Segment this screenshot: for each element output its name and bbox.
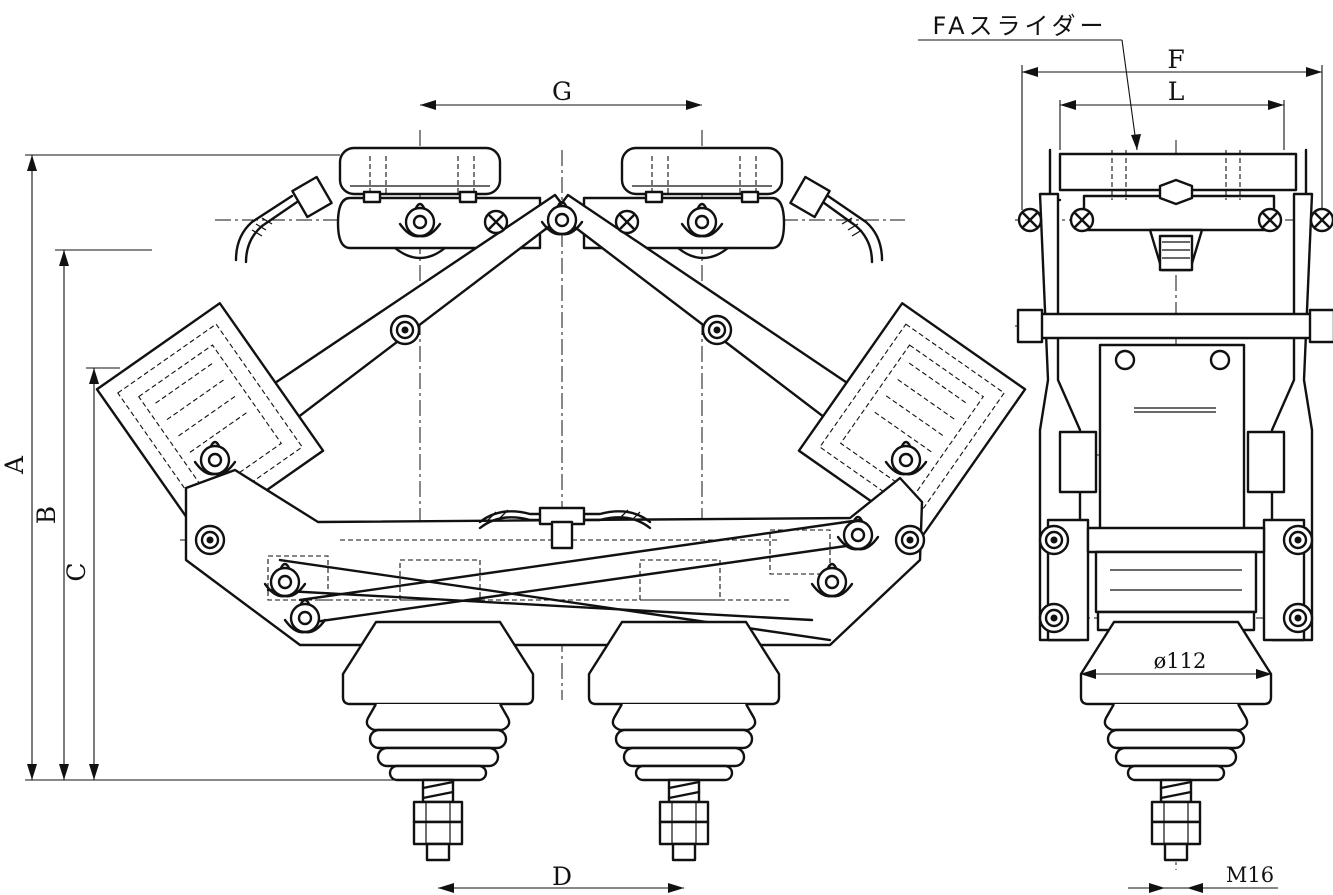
dim-label-g: G xyxy=(552,77,572,106)
side-view xyxy=(1015,140,1333,870)
dim-label-diameter: ø112 xyxy=(1154,649,1207,673)
dimension-lines xyxy=(25,39,1323,893)
dim-label-b: B xyxy=(32,506,61,524)
dim-label-a: A xyxy=(0,455,29,475)
dim-label-f: F xyxy=(1167,45,1184,74)
dim-label-l: L xyxy=(1168,77,1185,106)
callout-fa-slider: FAスライダー xyxy=(932,12,1107,40)
dim-label-c: C xyxy=(62,562,91,581)
dim-label-thread: M16 xyxy=(1226,863,1274,887)
dim-label-d: D xyxy=(552,862,572,891)
front-view xyxy=(95,130,1027,862)
